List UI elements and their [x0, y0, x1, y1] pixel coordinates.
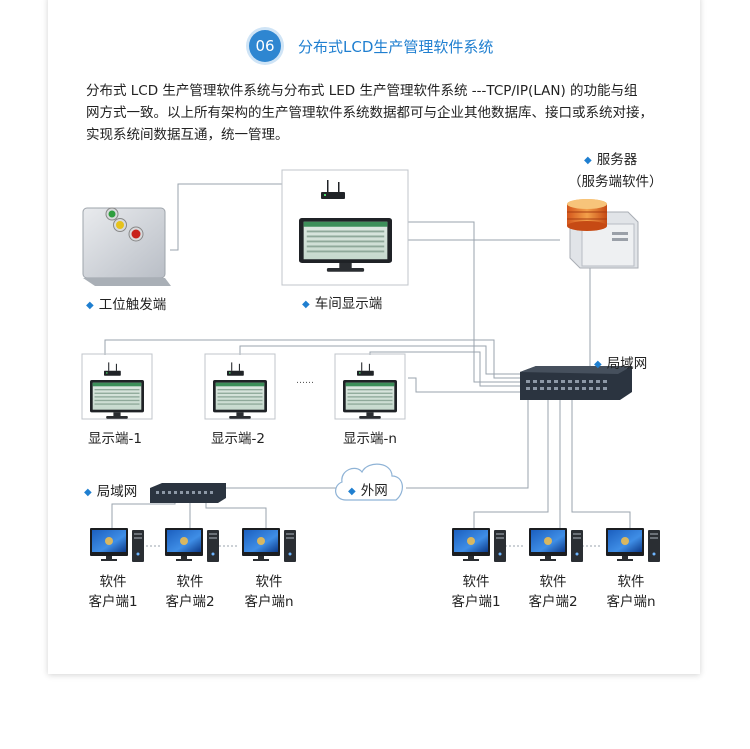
bullet-icon: ◆: [584, 155, 592, 166]
display-2-label: 显示端-2: [211, 431, 265, 447]
client-pc-icon: [165, 528, 219, 562]
server-label: ◆服务器: [584, 152, 638, 168]
display-1-label: 显示端-1: [88, 431, 142, 447]
workshop-display-label: ◆车间显示端: [302, 296, 383, 312]
display-terminal-n-frame: [334, 353, 406, 420]
content-card: [48, 0, 700, 674]
client-pc-icon: [242, 528, 296, 562]
client-pc-icon: [90, 528, 144, 562]
wireless-box-icon: [321, 180, 345, 199]
description-paragraph: 分布式 LCD 生产管理软件系统与分布式 LED 生产管理软件系统 ---TCP…: [86, 80, 666, 146]
lan-right-label: ◆局域网: [594, 356, 648, 372]
wan-label: ◆外网: [348, 483, 388, 499]
bullet-icon: ◆: [594, 359, 602, 370]
bullet-icon: ◆: [86, 300, 94, 311]
wireless-box-icon: [227, 362, 244, 376]
description-line: 实现系统间数据互通，统一管理。: [86, 127, 289, 143]
client-label-right-n: 软件客户端n: [606, 574, 656, 610]
wireless-box-icon: [357, 362, 374, 376]
client-label-right-1: 软件客户端1: [451, 574, 501, 610]
ellipsis-label: ……: [296, 376, 314, 386]
workshop-monitor-icon: [299, 218, 392, 272]
bullet-icon: ◆: [302, 299, 310, 310]
station-label: ◆工位触发端: [86, 297, 167, 313]
display-monitor-icon: [343, 380, 397, 419]
bullet-icon: ◆: [84, 487, 92, 498]
station-trigger-device: [82, 207, 171, 286]
client-pc-icon: [606, 528, 660, 562]
lan-left-label: ◆局域网: [84, 484, 138, 500]
client-label-left-n: 软件客户端n: [244, 574, 294, 610]
client-label-left-1: 软件客户端1: [88, 574, 138, 610]
section-number-badge: 06: [249, 30, 281, 62]
section-title: 分布式LCD生产管理软件系统: [298, 38, 494, 56]
lan-switch-right-icon: [520, 366, 632, 400]
server-icon: [567, 199, 639, 269]
description-line: 分布式 LCD 生产管理软件系统与分布式 LED 生产管理软件系统 ---TCP…: [86, 83, 638, 99]
client-pc-icon: [529, 528, 583, 562]
cloud-icon: [335, 463, 403, 501]
server-software-label: （服务端软件）: [568, 174, 663, 190]
client-pc-icon: [452, 528, 506, 562]
display-monitor-icon: [90, 380, 144, 419]
wireless-box-icon: [104, 362, 121, 376]
client-label-right-2: 软件客户端2: [528, 574, 578, 610]
display-monitor-icon: [213, 380, 267, 419]
client-label-left-2: 软件客户端2: [165, 574, 215, 610]
workshop-display-frame: [281, 169, 409, 286]
display-terminal-2-frame: [204, 353, 276, 420]
display-terminal-1-frame: [81, 353, 153, 420]
lan-switch-left-icon: [150, 483, 226, 503]
display-n-label: 显示端-n: [343, 431, 397, 447]
description-line: 网方式一致。以上所有架构的生产管理软件系统数据都可与企业其他数据库、接口或系统对…: [86, 105, 653, 121]
bullet-icon: ◆: [348, 486, 356, 497]
